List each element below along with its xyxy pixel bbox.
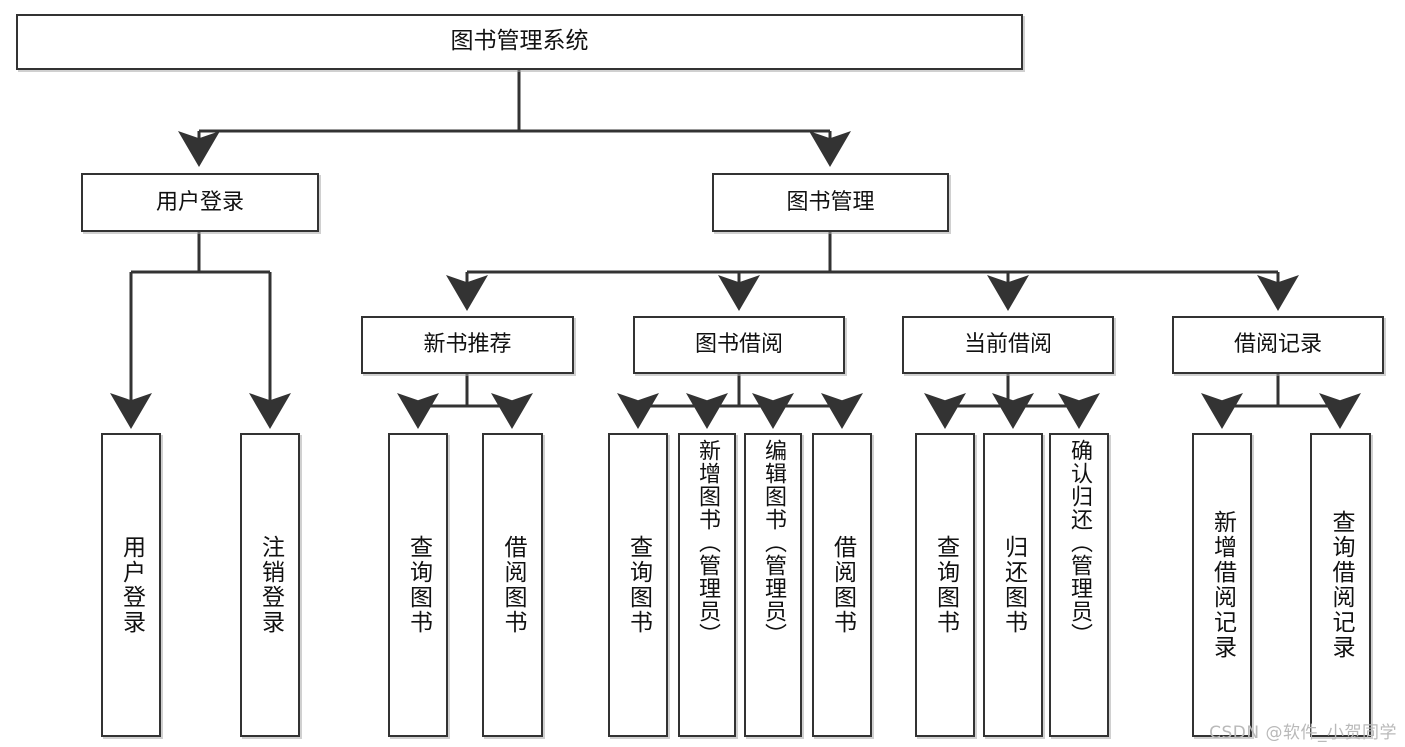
node-current-borrow[interactable]: 当前借阅 <box>902 316 1114 374</box>
node-new-book-recommend[interactable]: 新书推荐 <box>361 316 574 374</box>
node-leaf-query-book-2[interactable]: 查询图书 <box>608 433 668 737</box>
node-leaf-add-book[interactable]: 新增图书（管理员） <box>678 433 736 737</box>
node-label: 借阅图书 <box>500 535 526 635</box>
node-label: 编辑图书（管理员） <box>761 439 786 646</box>
node-label: 查询图书 <box>932 535 959 635</box>
node-leaf-borrow-book-2[interactable]: 借阅图书 <box>812 433 872 737</box>
node-leaf-return-book[interactable]: 归还图书 <box>983 433 1043 737</box>
node-leaf-edit-book[interactable]: 编辑图书（管理员） <box>744 433 802 737</box>
csdn-watermark: CSDN @软件_小贺同学 <box>1209 723 1397 743</box>
node-label: 确认归还（管理员） <box>1067 439 1092 646</box>
node-label: 查询图书 <box>405 535 432 635</box>
node-book-borrow[interactable]: 图书借阅 <box>633 316 845 374</box>
node-label: 新书推荐 <box>423 332 512 358</box>
node-label: 当前借阅 <box>963 332 1052 358</box>
node-root-book-management-system[interactable]: 图书管理系统 <box>16 14 1023 70</box>
node-leaf-query-book-3[interactable]: 查询图书 <box>915 433 975 737</box>
node-leaf-user-login[interactable]: 用户登录 <box>101 433 161 737</box>
node-user-login[interactable]: 用户登录 <box>81 173 319 232</box>
node-label: 图书借阅 <box>694 332 783 358</box>
node-leaf-borrow-book-1[interactable]: 借阅图书 <box>482 433 543 737</box>
node-leaf-query-record[interactable]: 查询借阅记录 <box>1310 433 1371 737</box>
node-leaf-add-record[interactable]: 新增借阅记录 <box>1192 433 1252 737</box>
node-book-manage[interactable]: 图书管理 <box>712 173 949 232</box>
node-label: 图书管理 <box>786 189 875 215</box>
node-label: 查询借阅记录 <box>1328 510 1354 660</box>
node-leaf-query-book-1[interactable]: 查询图书 <box>388 433 448 737</box>
node-leaf-confirm-return[interactable]: 确认归还（管理员） <box>1049 433 1109 737</box>
node-label: 注销登录 <box>257 535 284 635</box>
node-label: 查询图书 <box>625 535 652 635</box>
node-label: 归还图书 <box>1000 535 1027 635</box>
node-label: 新增借阅记录 <box>1209 510 1236 660</box>
node-label: 用户登录 <box>118 535 145 635</box>
node-label: 借阅图书 <box>829 535 856 635</box>
node-borrow-record[interactable]: 借阅记录 <box>1172 316 1384 374</box>
node-label: 借阅记录 <box>1233 332 1322 358</box>
node-label: 图书管理系统 <box>450 28 589 55</box>
node-leaf-logout[interactable]: 注销登录 <box>240 433 300 737</box>
node-label: 新增图书（管理员） <box>695 439 720 646</box>
node-label: 用户登录 <box>155 189 244 215</box>
